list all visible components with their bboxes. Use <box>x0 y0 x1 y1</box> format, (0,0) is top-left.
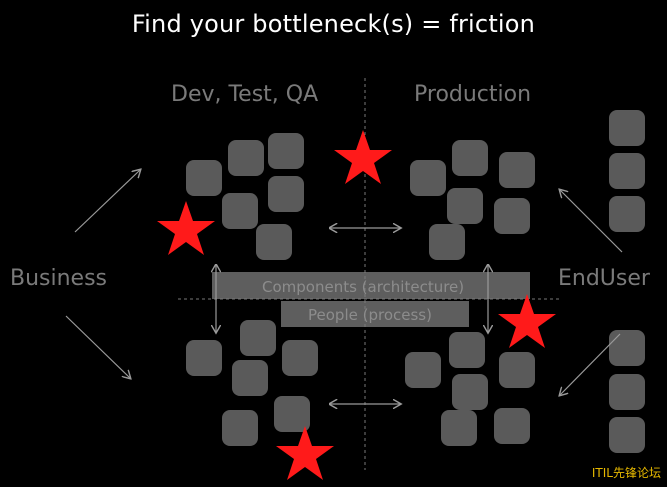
dev-top-boxes <box>186 133 304 260</box>
enduser-top-boxes <box>609 110 645 232</box>
dev-bottom-boxes <box>186 320 318 446</box>
star-icon <box>498 294 556 348</box>
stars <box>157 130 556 480</box>
star-icon <box>276 426 334 480</box>
page-title: Find your bottleneck(s) = friction <box>131 10 536 38</box>
business-label: Business <box>10 266 108 291</box>
people-label: People (process) <box>308 306 432 324</box>
components-label: Components (architecture) <box>262 278 465 296</box>
star-icon <box>334 130 392 184</box>
star-icon <box>157 201 215 255</box>
people-band <box>281 301 469 327</box>
business-up-arrow <box>74 170 140 233</box>
components-band <box>212 272 530 299</box>
prod-top-boxes <box>410 140 535 260</box>
arrows <box>65 170 623 404</box>
watermark: ITIL先锋论坛 <box>591 466 661 480</box>
end-user-label: EndUser <box>558 266 650 291</box>
business-down-arrow <box>65 315 130 378</box>
production-label: Production <box>414 82 532 107</box>
enduser-down-arrow <box>560 333 621 395</box>
prod-bottom-boxes <box>405 332 535 446</box>
enduser-bottom-boxes <box>609 330 645 453</box>
dev-test-qa-label: Dev, Test, QA <box>171 82 319 107</box>
enduser-up-arrow <box>560 190 623 253</box>
